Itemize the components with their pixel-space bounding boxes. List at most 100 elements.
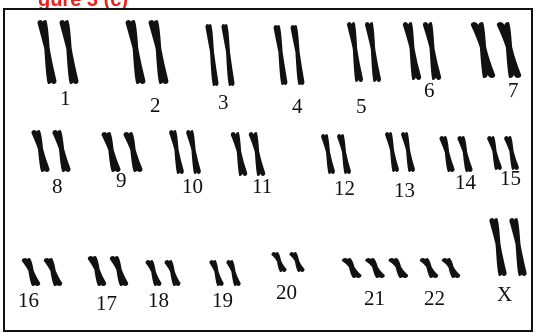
chromosome-label-9: 9 <box>116 170 127 191</box>
chromosome-glyph-14 <box>438 136 474 172</box>
chromatid-11-2 <box>249 132 265 176</box>
chromosome-glyph-7 <box>470 22 522 78</box>
chromosome-pair-13 <box>384 132 416 172</box>
chromosome-pair-5 <box>346 22 382 82</box>
chromatid-10-2 <box>186 130 201 174</box>
chromosome-label-13: 13 <box>394 180 415 201</box>
chromatid-6-1 <box>403 22 421 80</box>
chromatid-5-1 <box>347 22 363 82</box>
chromatid-1-2 <box>59 20 78 84</box>
chromatid-17-1 <box>88 256 106 286</box>
chromosome-pair-20 <box>270 252 306 272</box>
chromatid-9-1 <box>101 132 120 172</box>
chromatid-X-1 <box>489 218 506 276</box>
chromatid-7-1 <box>471 22 495 78</box>
chromosome-glyph-16 <box>20 258 64 286</box>
chromosome-pair-4 <box>272 25 306 85</box>
chromosome-label-15: 15 <box>500 168 521 189</box>
chromosome-label-5: 5 <box>356 96 367 117</box>
chromosome-glyph-4 <box>272 25 306 85</box>
chromatid-21-3 <box>389 258 409 278</box>
chromatid-18-1 <box>146 260 162 286</box>
chromosome-glyph-22 <box>418 258 462 278</box>
chromatid-13-1 <box>385 132 399 172</box>
chromosome-label-17: 17 <box>96 293 117 314</box>
chromatid-20-1 <box>271 252 286 272</box>
chromosome-glyph-5 <box>346 22 382 82</box>
chromatid-4-1 <box>274 25 288 85</box>
chromosome-glyph-20 <box>270 252 306 272</box>
chromosome-glyph-10 <box>168 130 202 174</box>
chromosome-label-2: 2 <box>150 95 161 116</box>
chromosome-label-8: 8 <box>52 176 63 197</box>
chromatid-22-2 <box>442 258 460 278</box>
chromatid-18-2 <box>165 260 181 286</box>
chromatid-10-1 <box>169 130 184 174</box>
chromatid-14-1 <box>439 136 454 172</box>
chromatid-14-2 <box>457 136 472 172</box>
chromatid-6-2 <box>423 22 441 80</box>
chromosome-glyph-2 <box>124 20 170 84</box>
chromatid-16-1 <box>22 258 40 286</box>
chromatid-20-2 <box>289 252 304 272</box>
chromosome-pair-21 <box>340 258 410 278</box>
chromosome-label-20: 20 <box>276 282 297 303</box>
chromosome-label-16: 16 <box>18 290 39 311</box>
chromosome-pair-16 <box>20 258 64 286</box>
chromosome-label-12: 12 <box>334 178 355 199</box>
chromatid-21-1 <box>342 258 362 278</box>
chromosome-label-4: 4 <box>292 96 303 117</box>
chromosome-pair-9 <box>100 132 144 172</box>
chromosome-pair-8 <box>30 130 72 172</box>
chromatid-8-1 <box>31 130 49 172</box>
chromosome-label-11: 11 <box>252 176 272 197</box>
chromosome-pair-2 <box>124 20 170 84</box>
chromosome-label-22: 22 <box>424 288 445 309</box>
chromatid-2-2 <box>149 20 169 84</box>
chromosome-label-3: 3 <box>218 92 229 113</box>
chromatid-12-1 <box>321 134 335 174</box>
chromosome-glyph-9 <box>100 132 144 172</box>
chromosome-glyph-17 <box>86 256 130 286</box>
chromosome-glyph-3 <box>204 24 236 86</box>
chromosome-glyph-8 <box>30 130 72 172</box>
chromatid-19-2 <box>226 260 240 286</box>
chromosome-glyph-19 <box>208 260 242 286</box>
chromosome-pair-18 <box>144 260 182 286</box>
chromosome-label-1: 1 <box>60 88 71 109</box>
chromatid-16-2 <box>44 258 62 286</box>
chromosome-label-21: 21 <box>364 288 385 309</box>
chromosome-label-6: 6 <box>424 80 435 101</box>
chromosome-label-7: 7 <box>508 80 519 101</box>
chromosome-glyph-X <box>488 218 528 276</box>
chromatid-22-1 <box>420 258 438 278</box>
chromatid-17-2 <box>110 256 128 286</box>
chromosome-label-10: 10 <box>182 176 203 197</box>
chromosome-glyph-15 <box>486 136 520 170</box>
chromatid-9-2 <box>123 132 142 172</box>
chromatid-13-2 <box>401 132 415 172</box>
chromatid-2-1 <box>126 20 146 84</box>
chromatid-1-1 <box>37 20 56 84</box>
chromosome-glyph-18 <box>144 260 182 286</box>
chromatid-3-1 <box>205 24 218 86</box>
chromosome-glyph-13 <box>384 132 416 172</box>
chromosome-pair-15 <box>486 136 520 170</box>
chromatid-8-2 <box>52 130 70 172</box>
chromatid-15-1 <box>487 136 502 170</box>
chromosome-label-14: 14 <box>455 172 476 193</box>
chromosome-label-18: 18 <box>148 290 169 311</box>
chromosome-label-19: 19 <box>212 290 233 311</box>
chromosome-glyph-12 <box>320 134 352 174</box>
chromatid-19-1 <box>209 260 223 286</box>
chromatid-5-2 <box>365 22 381 82</box>
chromosome-pair-17 <box>86 256 130 286</box>
chromatid-3-2 <box>221 24 234 86</box>
chromosome-pair-10 <box>168 130 202 174</box>
chromosome-pair-1 <box>36 20 80 84</box>
chromosome-pair-19 <box>208 260 242 286</box>
chromosome-glyph-21 <box>340 258 410 278</box>
chromosome-pair-6 <box>402 22 442 80</box>
chromatid-4-2 <box>291 25 305 85</box>
chromosome-glyph-11 <box>230 132 266 176</box>
